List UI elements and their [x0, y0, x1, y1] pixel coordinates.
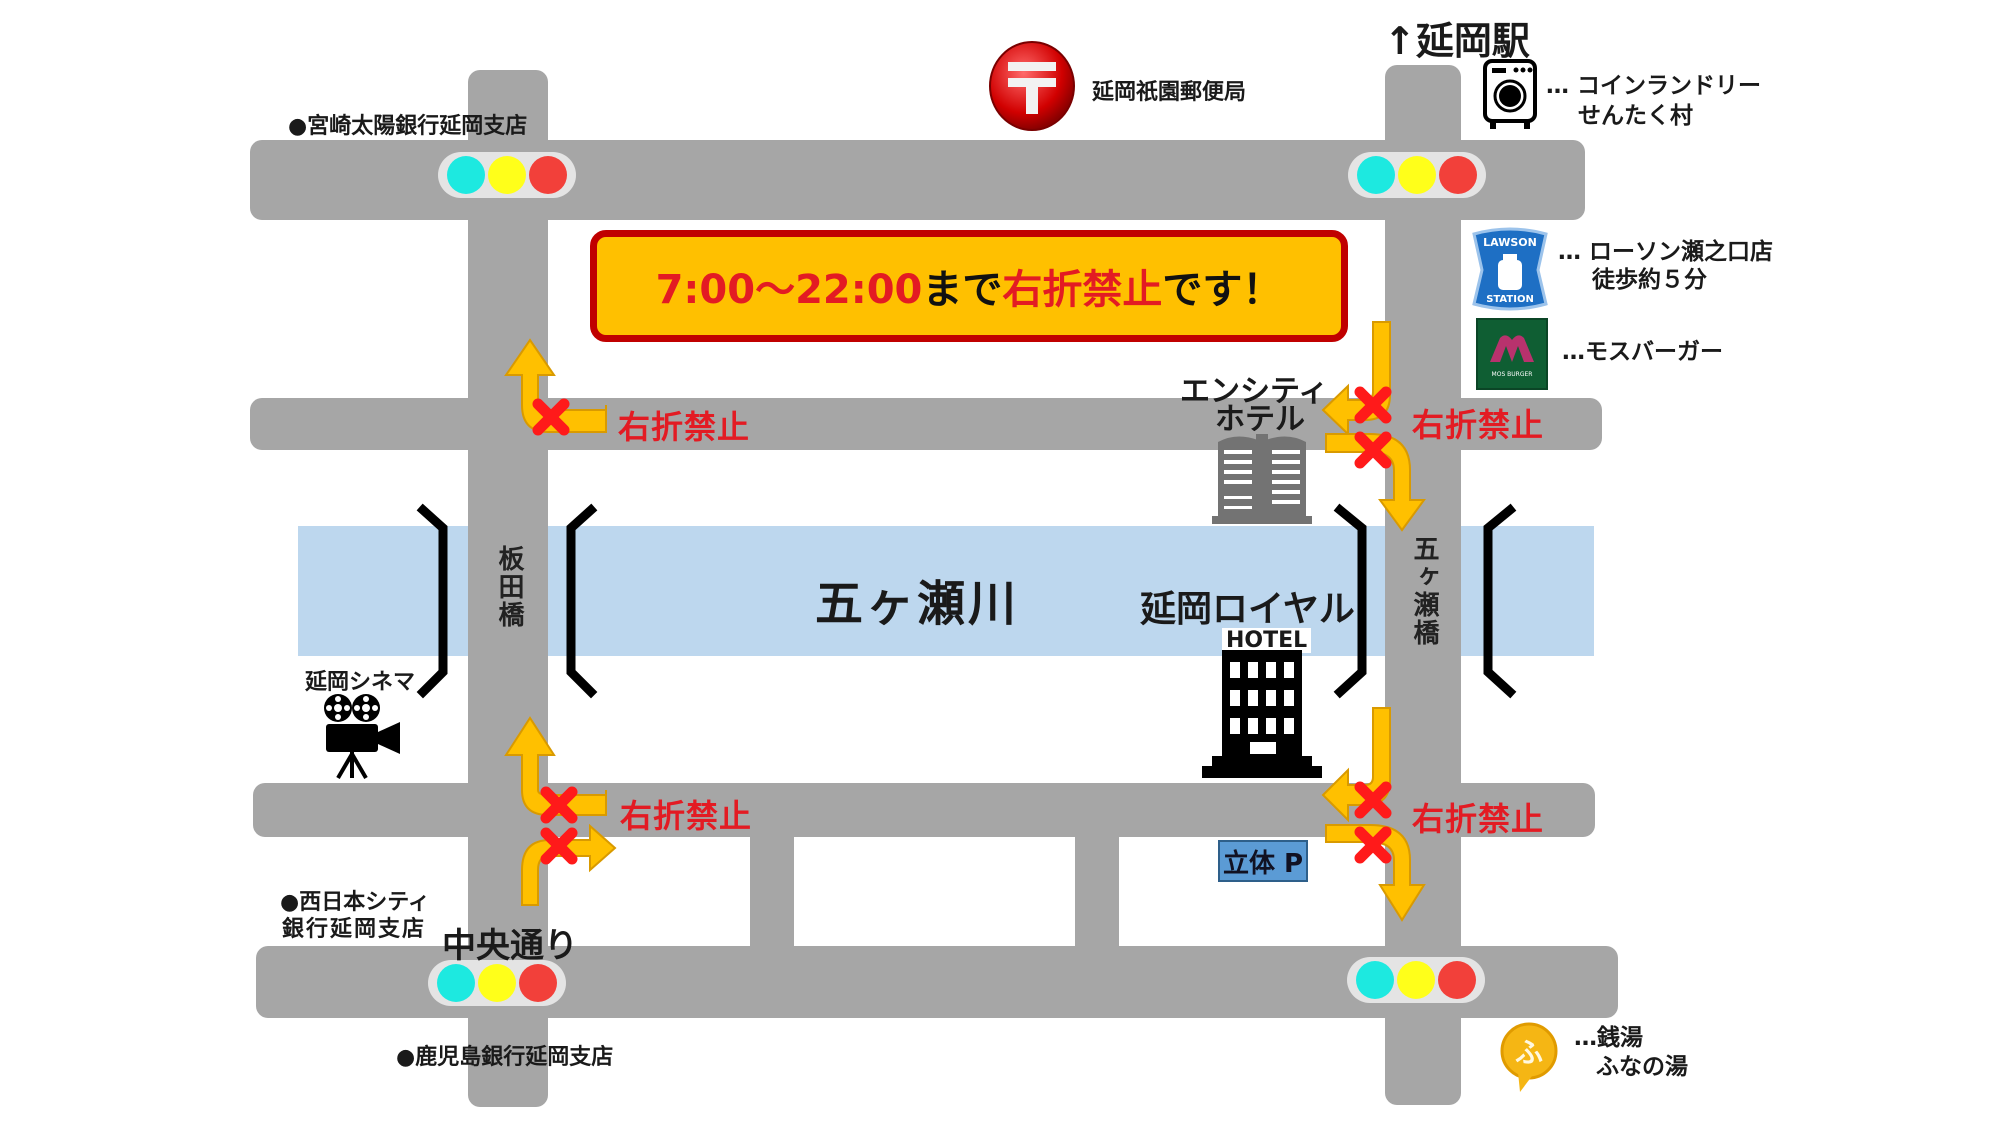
bank-miyazaki-taiyo-label: ●宮崎太陽銀行延岡支店 — [288, 114, 528, 139]
lawson-label-1: … ローソン瀬之口店 — [1558, 239, 1774, 265]
washing-machine-icon — [1483, 59, 1537, 129]
mos-burger-logo-icon: MOS BURGER — [1476, 318, 1548, 390]
royal-hotel-sign: HOTEL — [1222, 628, 1312, 653]
signal-yellow — [1396, 961, 1435, 999]
traffic-signal-bottom-right — [1347, 957, 1485, 1003]
post-office-icon — [989, 41, 1075, 131]
up-arrow-icon: ↑ — [1384, 19, 1416, 63]
svg-text:MOS BURGER: MOS BURGER — [1492, 371, 1533, 378]
bank-nishinihon-city-label-2: 銀行延岡支店 — [282, 917, 427, 942]
movie-camera-icon — [324, 694, 400, 780]
x-mark — [532, 398, 570, 436]
no-right-turn-label-lower-left: 右折禁止 — [620, 797, 753, 835]
river-name: 五ヶ瀬川 — [815, 576, 1020, 632]
signal-green — [447, 156, 486, 194]
signal-red — [1438, 156, 1477, 194]
royal-hotel-label: 延岡ロイヤル — [1140, 589, 1355, 630]
royal-hotel-building-icon — [1202, 650, 1322, 778]
encity-hotel-label-1: エンシティ — [1180, 374, 1329, 409]
cinema-label: 延岡シネマ — [305, 670, 416, 695]
station-direction: ↑延岡駅 — [1384, 10, 1530, 65]
bridge-gokase-label: 五ヶ瀬橋 — [1409, 535, 1439, 647]
signal-red — [1437, 961, 1476, 999]
station-label: 延岡駅 — [1415, 19, 1530, 63]
road-stub-2 — [1075, 830, 1119, 955]
road-right-vertical — [1385, 65, 1461, 1105]
post-office-label: 延岡祇園郵便局 — [1092, 80, 1247, 105]
x-mark — [1354, 386, 1392, 424]
signal-red — [528, 156, 567, 194]
x-mark — [1354, 431, 1392, 469]
no-right-turn-label-lower-right: 右折禁止 — [1412, 800, 1545, 838]
x-mark — [1354, 826, 1392, 864]
road-left-vertical — [468, 70, 548, 1107]
lawson-label-2: 徒歩約５分 — [1592, 267, 1707, 293]
banner-rule: 右折禁止 — [1002, 267, 1163, 313]
public-bath-label-2: ふなの湯 — [1596, 1054, 1688, 1080]
signal-green — [437, 964, 476, 1002]
banner-mid: まで — [922, 267, 1003, 313]
laundry-label-2: せんたく村 — [1578, 103, 1693, 129]
x-mark — [1354, 781, 1392, 819]
traffic-signal-bottom-left — [428, 960, 566, 1006]
no-right-turn-label-upper-right: 右折禁止 — [1412, 406, 1545, 444]
banner-time-range: 7:00～22:00 — [655, 267, 923, 313]
bank-kagoshima-label: ●鹿児島銀行延岡支店 — [396, 1045, 614, 1070]
lawson-logo-icon: LAWSON STATION — [1472, 227, 1548, 311]
no-right-turn-banner: 7:00～22:00 まで 右折禁止 です！ — [590, 230, 1348, 342]
svg-text:ふ: ふ — [1515, 1036, 1543, 1069]
signal-green — [1356, 961, 1395, 999]
banner-end: です！ — [1162, 267, 1283, 313]
signal-green — [1357, 156, 1396, 194]
public-bath-icon: ふ — [1500, 1022, 1558, 1092]
mos-burger-label: …モスバーガー — [1562, 339, 1723, 365]
signal-yellow — [477, 964, 516, 1002]
x-mark — [540, 786, 578, 824]
encity-hotel-label-2: ホテル — [1215, 402, 1305, 437]
public-bath-label-1: …銭湯 — [1574, 1025, 1643, 1051]
traffic-signal-top-left — [438, 152, 576, 198]
signal-red — [518, 964, 557, 1002]
svg-text:LAWSON: LAWSON — [1483, 236, 1537, 249]
road-stub-1 — [750, 830, 794, 955]
parking-garage-badge: 立体 P — [1218, 840, 1308, 882]
bank-nishinihon-city-label-1: ●西日本シティ — [280, 890, 430, 915]
svg-text:STATION: STATION — [1486, 294, 1534, 305]
traffic-signal-top-right — [1348, 152, 1486, 198]
laundry-label-1: … コインランドリー — [1546, 73, 1762, 99]
chuo-dori-label: 中央通り — [442, 926, 578, 966]
encity-hotel-building-icon — [1212, 434, 1312, 524]
x-mark — [540, 827, 578, 865]
bridge-itada-label: 板田橋 — [494, 545, 524, 629]
no-right-turn-label-upper-left: 右折禁止 — [618, 408, 751, 446]
signal-yellow — [487, 156, 526, 194]
signal-yellow — [1397, 156, 1436, 194]
